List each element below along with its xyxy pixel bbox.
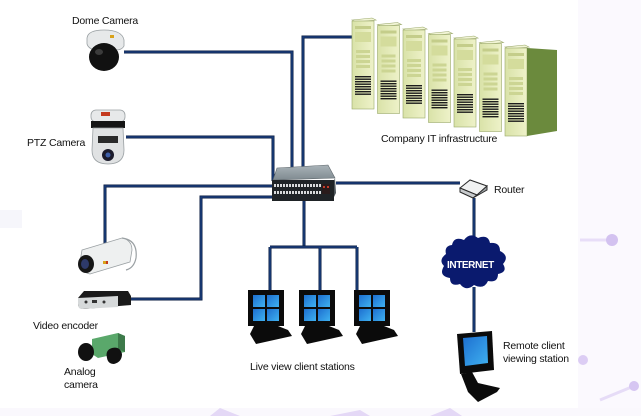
server-tower-icon bbox=[503, 44, 557, 137]
background-graph-node bbox=[606, 234, 618, 246]
background-graph-edge bbox=[430, 408, 462, 416]
switch-port bbox=[292, 184, 294, 187]
link-highlight bbox=[302, 36, 362, 168]
switch-port bbox=[304, 191, 306, 194]
switch-port bbox=[310, 191, 312, 194]
workstation-icon bbox=[354, 290, 398, 344]
ptz-camera-icon bbox=[90, 109, 126, 165]
switch-port bbox=[316, 191, 318, 194]
box-camera-icon bbox=[78, 237, 137, 275]
switch-port bbox=[286, 191, 288, 194]
router-icon bbox=[459, 179, 488, 199]
switch-port bbox=[313, 191, 315, 194]
servers-label: Company IT infrastructure bbox=[381, 133, 498, 145]
remote-workstation-icon bbox=[457, 331, 500, 402]
live-view-label: Live view client stations bbox=[250, 361, 355, 373]
link-dome-camera-to-switch bbox=[124, 50, 294, 168]
switch-port bbox=[307, 184, 309, 187]
link-highlight bbox=[269, 246, 358, 290]
switch-port bbox=[289, 191, 291, 194]
switch-port bbox=[295, 184, 297, 187]
switch-port bbox=[274, 184, 276, 187]
switch-port bbox=[280, 191, 282, 194]
video-encoder-icon bbox=[78, 291, 131, 309]
background-graph-edge bbox=[599, 384, 635, 402]
link-highlight bbox=[124, 51, 293, 168]
link-highlight bbox=[104, 185, 272, 252]
network-switch-icon bbox=[272, 164, 336, 201]
switch-port bbox=[304, 184, 306, 187]
server-tower-icon bbox=[427, 31, 454, 123]
background-strip bbox=[578, 0, 641, 416]
link-highlight bbox=[131, 196, 272, 300]
analog-camera-label-line2: camera bbox=[64, 379, 98, 391]
internet-label: INTERNET bbox=[447, 260, 494, 271]
switch-port bbox=[310, 184, 312, 187]
cloud-icon bbox=[441, 235, 506, 289]
switch-port bbox=[319, 184, 321, 187]
switch-port bbox=[316, 184, 318, 187]
link-highlight bbox=[126, 136, 274, 181]
background-graph-edge bbox=[330, 410, 370, 416]
switch-port bbox=[277, 191, 279, 194]
switch-port bbox=[298, 184, 300, 187]
dome-camera-label: Dome Camera bbox=[72, 15, 139, 27]
switch-port bbox=[301, 191, 303, 194]
analog-camera-icon bbox=[78, 333, 125, 364]
switch-port bbox=[277, 184, 279, 187]
server-tower-icon bbox=[350, 17, 378, 110]
remote-client-label-line2: viewing station bbox=[503, 353, 569, 365]
switch-port bbox=[280, 184, 282, 187]
switch-port bbox=[298, 191, 300, 194]
server-tower-icon bbox=[401, 26, 429, 119]
switch-port bbox=[289, 184, 291, 187]
server-tower-icon bbox=[376, 22, 403, 114]
switch-port bbox=[313, 184, 315, 187]
switch-port bbox=[292, 191, 294, 194]
background-graph-edge bbox=[210, 408, 240, 416]
remote-client-label-line1: Remote client bbox=[503, 340, 565, 352]
router-label: Router bbox=[494, 184, 525, 196]
switch-port bbox=[319, 191, 321, 194]
switch-port bbox=[283, 184, 285, 187]
analog-camera-label-line1: Analog bbox=[64, 366, 96, 378]
link-ptz-camera-to-switch bbox=[126, 135, 275, 181]
switch-port bbox=[295, 191, 297, 194]
background-strip bbox=[0, 408, 641, 416]
workstation-icon bbox=[299, 290, 343, 344]
background-graph-node bbox=[578, 355, 588, 365]
switch-port bbox=[274, 191, 276, 194]
video-encoder-label: Video encoder bbox=[33, 320, 98, 332]
server-tower-icon bbox=[452, 35, 480, 128]
ptz-camera-label: PTZ Camera bbox=[27, 137, 86, 149]
link-live-view-bus bbox=[268, 245, 359, 290]
dome-camera-icon bbox=[86, 29, 125, 71]
server-rack-icon bbox=[350, 17, 557, 137]
switch-port bbox=[307, 191, 309, 194]
background-smudge bbox=[0, 210, 22, 228]
workstation-icon bbox=[248, 290, 292, 344]
network-links bbox=[103, 35, 476, 332]
switch-port bbox=[301, 184, 303, 187]
background-graph-node bbox=[629, 381, 639, 391]
server-tower-icon bbox=[478, 40, 505, 132]
switch-port bbox=[286, 184, 288, 187]
switch-port bbox=[283, 191, 285, 194]
